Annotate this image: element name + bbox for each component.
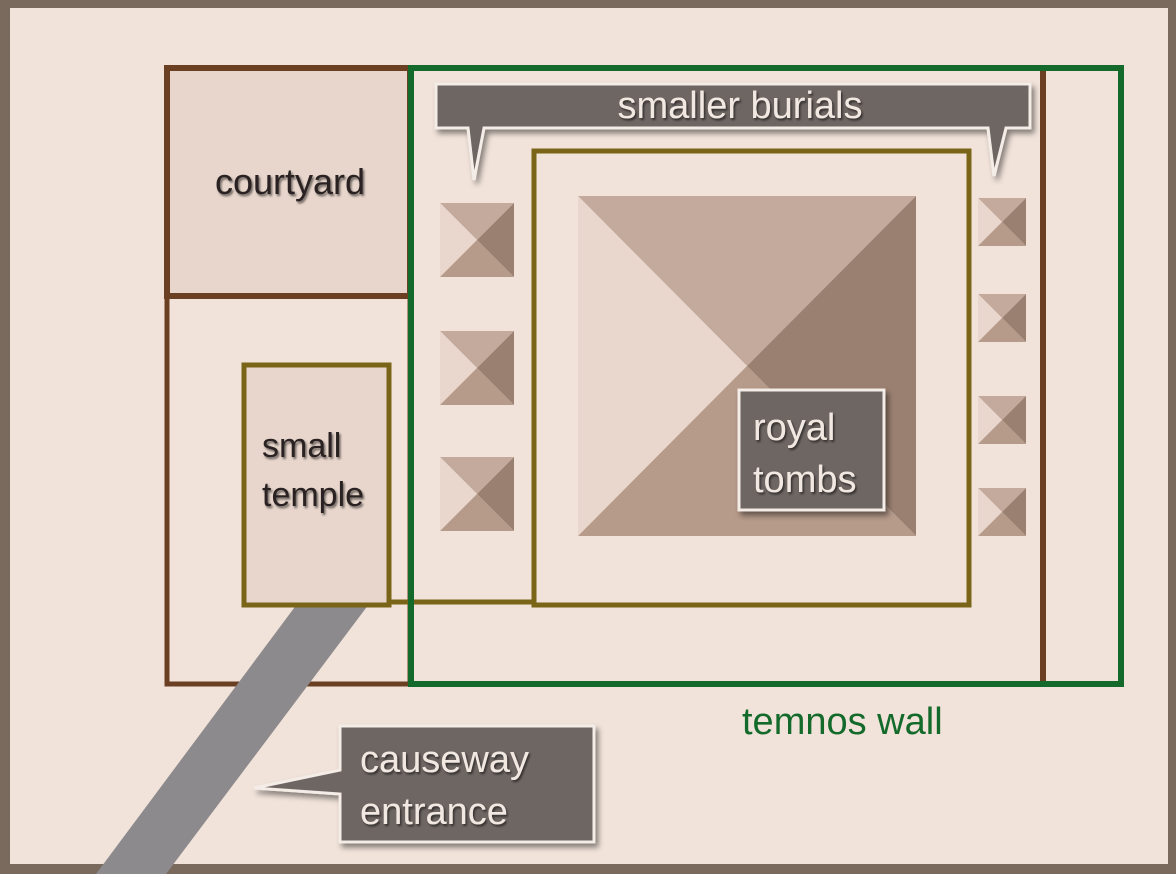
small-burial-pyramid-left-1-face	[440, 203, 477, 277]
small-burial-pyramid-right-1-face	[978, 198, 1002, 246]
small-burial-pyramid-right-1	[978, 198, 1026, 246]
small-burial-pyramid-right-3-face	[978, 396, 1026, 420]
small-burial-pyramid-right-3-face	[978, 420, 1026, 444]
royal-tombs-label-box	[737, 388, 886, 512]
small-burial-pyramid-left-3-face	[477, 457, 514, 531]
causeway-label-line1: causeway	[360, 739, 529, 781]
temenos-wall-label: temnos wall	[742, 701, 943, 743]
royal-tombs-label-line1: royal	[753, 407, 835, 449]
small-burial-pyramid-right-2-face	[978, 318, 1026, 342]
small-burial-pyramid-left-2-face	[440, 331, 514, 368]
small-burial-pyramid-right-4	[978, 488, 1026, 536]
small-burial-pyramid-left-1-face	[440, 203, 514, 240]
small-burial-pyramid-left-1-face	[440, 240, 514, 277]
courtyard-area	[164, 65, 413, 299]
left-burials	[440, 203, 514, 531]
small-temple	[241, 362, 392, 608]
smaller-burials-label: smaller burials	[618, 85, 863, 127]
small-burial-pyramid-right-2-face	[978, 294, 1026, 318]
causeway-label-line2: entrance	[360, 791, 508, 833]
small-burial-pyramid-right-1-face	[1002, 198, 1026, 246]
inner-enclosure	[531, 148, 972, 608]
small-burial-pyramid-left-1	[440, 203, 514, 277]
smaller-burials-bracket	[434, 82, 1032, 181]
small-burial-pyramid-right-3	[978, 396, 1026, 444]
royal-tombs-label-line2: tombs	[753, 459, 856, 501]
small-burial-pyramid-left-3-face	[440, 457, 477, 531]
temenos-wall	[408, 65, 1124, 687]
small-burial-pyramid-right-1-face	[978, 222, 1026, 246]
small-burial-pyramid-left-2-face	[440, 331, 477, 405]
small-burial-pyramid-right-3-face	[1002, 396, 1026, 444]
small-burial-pyramid-right-2	[978, 294, 1026, 342]
causeway-callout-box	[253, 724, 596, 844]
small-temple-label-line2: temple	[262, 476, 364, 514]
small-burial-pyramid-left-1-face	[477, 203, 514, 277]
small-burial-pyramid-right-1-face	[978, 198, 1026, 222]
pyramid-face-left	[578, 196, 747, 536]
small-burial-pyramid-left-2-face	[440, 368, 514, 405]
causeway	[96, 600, 372, 874]
small-burial-pyramid-left-3	[440, 457, 514, 531]
small-temple-label-line1: small	[262, 427, 341, 465]
small-burial-pyramid-right-2-face	[1002, 294, 1026, 342]
small-burial-pyramid-left-2	[440, 331, 514, 405]
small-burial-pyramid-right-4-face	[978, 488, 1002, 536]
pyramid-face-top	[578, 196, 916, 366]
small-burial-pyramid-right-4-face	[1002, 488, 1026, 536]
small-burial-pyramid-right-3-face	[978, 396, 1002, 444]
small-burial-pyramid-left-3-face	[440, 457, 514, 494]
small-burial-pyramid-right-4-face	[978, 512, 1026, 536]
small-burial-pyramid-right-2-face	[978, 294, 1002, 342]
small-burial-pyramid-left-2-face	[477, 331, 514, 405]
right-burials	[978, 198, 1026, 536]
small-burial-pyramid-right-4-face	[978, 488, 1026, 512]
small-burial-pyramid-left-3-face	[440, 494, 514, 531]
courtyard-label: courtyard	[215, 161, 365, 202]
